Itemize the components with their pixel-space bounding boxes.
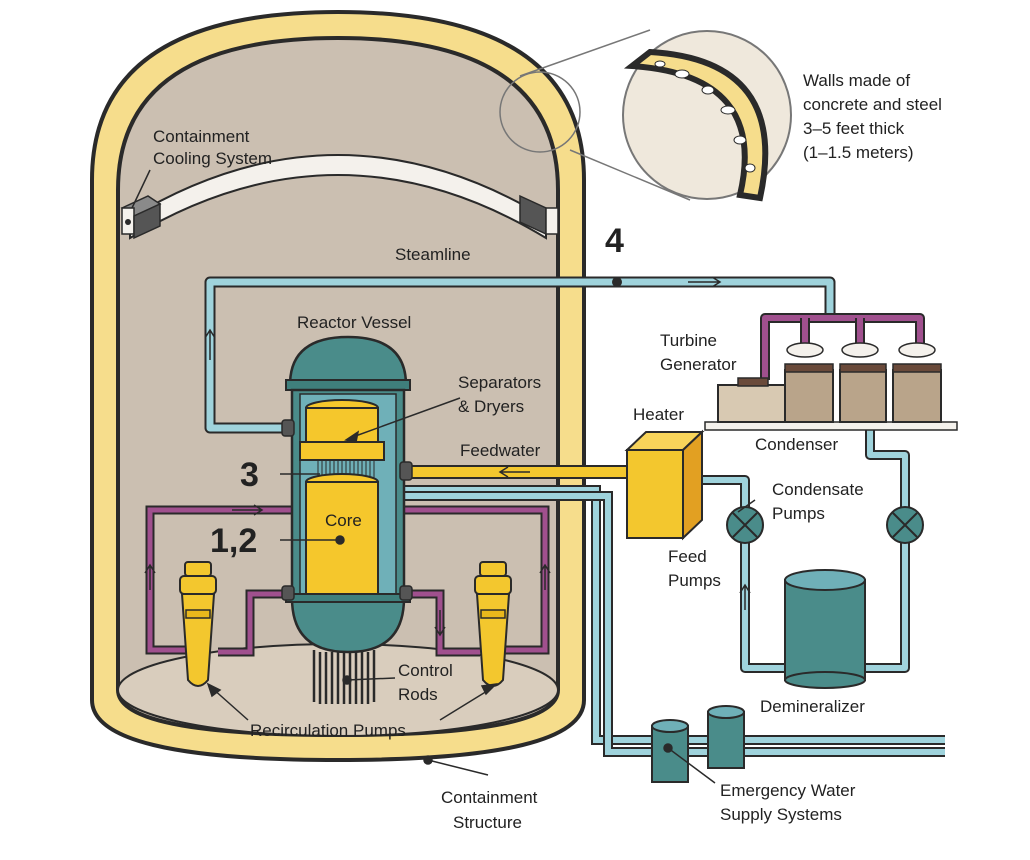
label-emergency-water-1: Emergency Water <box>720 781 856 800</box>
label-containment-structure-1: Containment <box>441 788 538 807</box>
flow-arrow-condensate <box>739 583 751 610</box>
label-emergency-water-2: Supply Systems <box>720 805 842 824</box>
steamline-point-4 <box>612 277 622 287</box>
label-demineralizer: Demineralizer <box>760 697 865 716</box>
label-containment-cooling-1: Containment <box>153 127 250 146</box>
leader-lines <box>131 169 756 784</box>
condensate-pump-left <box>726 506 764 544</box>
recirculation-loop-left <box>144 504 298 657</box>
demineralizer-tank <box>784 569 866 689</box>
label-containment-cooling-2: Cooling System <box>153 149 272 168</box>
label-turbine-1: Turbine <box>660 331 717 350</box>
label-heater: Heater <box>633 405 684 424</box>
label-recirculation-pumps: Recirculation Pumps <box>250 721 406 740</box>
label-walls-3: 3–5 feet thick <box>803 119 905 138</box>
reactor-core <box>305 473 379 595</box>
flow-arrow-steam <box>688 276 722 288</box>
label-walls-4: (1–1.5 meters) <box>803 143 914 162</box>
label-feed-pumps-1: Feed <box>668 547 707 566</box>
turbine-steam-pipes <box>760 313 925 380</box>
label-separators-2: & Dryers <box>458 397 524 416</box>
label-turbine-2: Generator <box>660 355 737 374</box>
turbine-generator <box>704 342 958 431</box>
flow-arrow-feedwater <box>498 466 530 478</box>
label-steamline: Steamline <box>395 245 471 264</box>
label-control-rods-1: Control <box>398 661 453 680</box>
number-3: 3 <box>240 456 259 494</box>
label-feedwater: Feedwater <box>460 441 541 460</box>
recirculation-pump-right <box>474 561 512 687</box>
number-1-2: 1,2 <box>210 522 257 560</box>
label-control-rods-2: Rods <box>398 685 438 704</box>
label-core: Core <box>325 511 362 530</box>
label-condensate-pumps-1: Condensate <box>772 480 864 499</box>
label-condensate-pumps-2: Pumps <box>772 504 825 523</box>
label-separators-1: Separators <box>458 373 541 392</box>
condensate-pump-right <box>886 506 924 544</box>
label-walls-2: concrete and steel <box>803 95 942 114</box>
recirculation-loop-right <box>390 505 551 657</box>
wall-callout-source <box>499 71 581 153</box>
emergency-water-tanks <box>651 705 745 783</box>
label-reactor-vessel: Reactor Vessel <box>297 313 411 332</box>
cooling-unit-right <box>519 194 559 236</box>
label-condenser: Condenser <box>755 435 839 454</box>
number-4: 4 <box>605 222 624 260</box>
wall-detail-magnifier <box>622 30 792 202</box>
flow-arrow-steam-up <box>204 328 216 360</box>
feedwater-heater <box>624 429 705 541</box>
label-feed-pumps-2: Pumps <box>668 571 721 590</box>
label-walls-1: Walls made of <box>803 71 910 90</box>
cooling-unit-left <box>120 195 162 240</box>
label-containment-structure-2: Structure <box>453 813 522 832</box>
separators-and-dryers <box>299 399 385 461</box>
recirculation-pump-left <box>179 561 217 687</box>
